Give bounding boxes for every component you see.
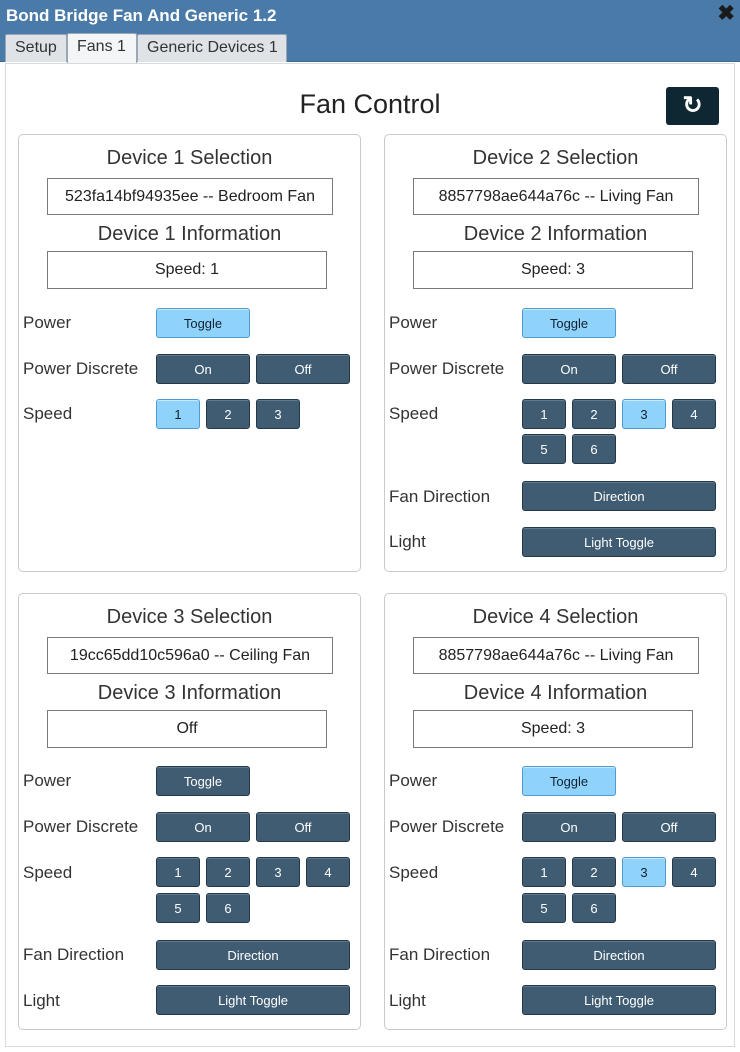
speed-3-button[interactable]: 3: [256, 399, 300, 429]
tab-generic-devices-1[interactable]: Generic Devices 1: [137, 34, 287, 62]
light-label: Light: [389, 991, 426, 1010]
device-selection-title: Device 2 Selection: [472, 147, 639, 169]
light-toggle-button[interactable]: Light Toggle: [522, 985, 716, 1015]
speed-5-button[interactable]: 5: [156, 893, 200, 923]
power-label: Power: [23, 313, 72, 332]
tab-setup[interactable]: Setup: [5, 34, 67, 62]
device-selection-title: Device 3 Selection: [106, 606, 273, 628]
tab-fans-1[interactable]: Fans 1: [67, 33, 137, 63]
device-information: Speed: 3: [413, 710, 693, 748]
speed-3-button[interactable]: 3: [622, 857, 666, 887]
direction-button[interactable]: Direction: [522, 940, 716, 970]
device-information: Speed: 1: [47, 251, 327, 289]
device-selection-title: Device 1 Selection: [106, 147, 273, 169]
power-off-button[interactable]: Off: [622, 354, 716, 384]
refresh-icon: ↻: [682, 92, 703, 119]
device-information-title: Device 3 Information: [97, 682, 282, 704]
speed-4-button[interactable]: 4: [672, 857, 716, 887]
power-off-button[interactable]: Off: [256, 812, 350, 842]
speed-2-button[interactable]: 2: [206, 399, 250, 429]
speed-2-button[interactable]: 2: [572, 399, 616, 429]
light-label: Light: [23, 991, 60, 1010]
device-select[interactable]: 8857798ae644a76c -- Living Fan: [413, 178, 699, 215]
power-off-button[interactable]: Off: [256, 354, 350, 384]
app-title: Bond Bridge Fan And Generic 1.2: [6, 6, 277, 25]
power-discrete-label: Power Discrete: [389, 359, 505, 378]
speed-4-button[interactable]: 4: [672, 399, 716, 429]
device-select[interactable]: 19cc65dd10c596a0 -- Ceiling Fan: [47, 637, 333, 674]
speed-2-button[interactable]: 2: [206, 857, 250, 887]
device-information: Off: [47, 710, 327, 748]
speed-3-button[interactable]: 3: [256, 857, 300, 887]
device-select[interactable]: 8857798ae644a76c -- Living Fan: [413, 637, 699, 674]
power-label: Power: [389, 313, 438, 332]
power-label: Power: [389, 771, 438, 790]
speed-label: Speed: [389, 404, 439, 423]
light-toggle-button[interactable]: Light Toggle: [156, 985, 350, 1015]
fan-direction-label: Fan Direction: [389, 487, 491, 506]
power-toggle-button[interactable]: Toggle: [522, 308, 616, 338]
power-toggle-button[interactable]: Toggle: [156, 766, 250, 796]
device-information-title: Device 2 Information: [463, 223, 648, 245]
speed-label: Speed: [23, 404, 73, 423]
device-2-panel: Device 2 Selection 8857798ae644a76c -- L…: [384, 134, 727, 572]
device-4-panel: Device 4 Selection 8857798ae644a76c -- L…: [384, 593, 727, 1030]
power-on-button[interactable]: On: [522, 354, 616, 384]
speed-6-button[interactable]: 6: [572, 893, 616, 923]
direction-button[interactable]: Direction: [156, 940, 350, 970]
light-label: Light: [389, 532, 426, 551]
speed-3-button[interactable]: 3: [622, 399, 666, 429]
speed-5-button[interactable]: 5: [522, 893, 566, 923]
refresh-button[interactable]: ↻: [666, 87, 719, 125]
power-on-button[interactable]: On: [522, 812, 616, 842]
direction-button[interactable]: Direction: [522, 481, 716, 511]
power-label: Power: [23, 771, 72, 790]
speed-6-button[interactable]: 6: [572, 434, 616, 464]
fan-direction-label: Fan Direction: [23, 945, 125, 964]
close-icon[interactable]: ✖: [717, 2, 735, 25]
speed-label: Speed: [389, 863, 439, 882]
device-selection-title: Device 4 Selection: [472, 606, 639, 628]
power-discrete-label: Power Discrete: [23, 359, 139, 378]
speed-4-button[interactable]: 4: [306, 857, 350, 887]
power-toggle-button[interactable]: Toggle: [156, 308, 250, 338]
speed-1-button[interactable]: 1: [522, 399, 566, 429]
device-1-panel: Device 1 Selection 523fa14bf94935ee -- B…: [18, 134, 361, 572]
speed-label: Speed: [23, 863, 73, 882]
page-title: Fan Control: [299, 89, 441, 119]
power-discrete-label: Power Discrete: [389, 817, 505, 836]
device-3-panel: Device 3 Selection 19cc65dd10c596a0 -- C…: [18, 593, 361, 1030]
device-information-title: Device 1 Information: [97, 223, 282, 245]
speed-1-button[interactable]: 1: [522, 857, 566, 887]
power-toggle-button[interactable]: Toggle: [522, 766, 616, 796]
light-toggle-button[interactable]: Light Toggle: [522, 527, 716, 557]
power-on-button[interactable]: On: [156, 812, 250, 842]
power-on-button[interactable]: On: [156, 354, 250, 384]
speed-1-button[interactable]: 1: [156, 399, 200, 429]
device-information: Speed: 3: [413, 251, 693, 289]
device-information-title: Device 4 Information: [463, 682, 648, 704]
fan-direction-label: Fan Direction: [389, 945, 491, 964]
device-select[interactable]: 523fa14bf94935ee -- Bedroom Fan: [47, 178, 333, 215]
speed-6-button[interactable]: 6: [206, 893, 250, 923]
speed-2-button[interactable]: 2: [572, 857, 616, 887]
speed-1-button[interactable]: 1: [156, 857, 200, 887]
speed-5-button[interactable]: 5: [522, 434, 566, 464]
power-off-button[interactable]: Off: [622, 812, 716, 842]
power-discrete-label: Power Discrete: [23, 817, 139, 836]
